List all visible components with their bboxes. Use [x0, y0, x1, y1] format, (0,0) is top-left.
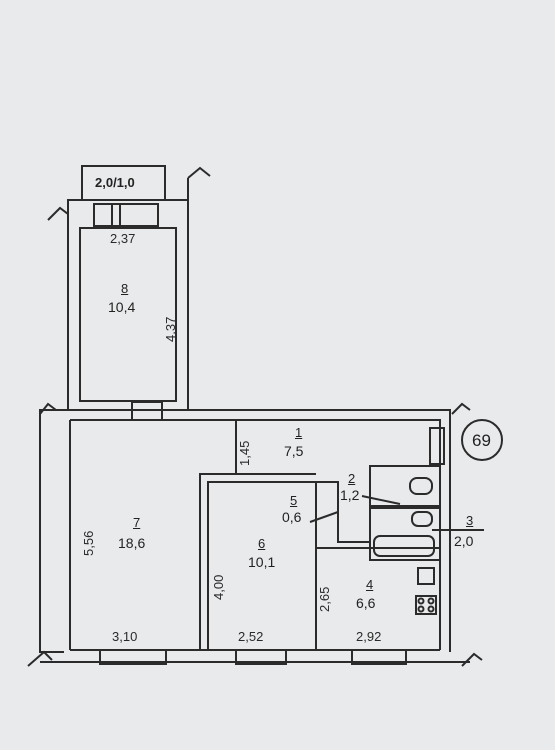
- bathtub-icon: [373, 535, 435, 557]
- kitchen-width-dim: 2,92: [356, 629, 382, 644]
- wall-break-right: [187, 166, 211, 179]
- sink-icon: [411, 511, 433, 527]
- room-7-window: [99, 649, 167, 665]
- kitchen-length-dim: 2,65: [317, 586, 332, 612]
- room-8-wall-inner: [79, 227, 177, 402]
- room-4-window: [351, 649, 407, 665]
- room-7-number: 7: [133, 515, 141, 530]
- wall-break-bottom-right: [461, 652, 483, 667]
- room-1-number: 1: [295, 425, 303, 440]
- apartment-number-circle: [461, 419, 503, 461]
- wall-break-mid-left: [39, 402, 57, 415]
- room-6-length-dim: 4,00: [211, 574, 226, 600]
- wall-break-mid-right: [451, 402, 471, 415]
- room-8-window: [93, 203, 159, 227]
- room-5-number: 5: [290, 493, 298, 508]
- room-3-wall: [369, 507, 441, 561]
- door-8-7: [131, 401, 163, 421]
- room-8-number: 8: [121, 281, 129, 296]
- room-2-area: 1,2: [340, 487, 360, 503]
- room-3-number: 3: [466, 513, 474, 528]
- room-7-length-dim: 5,56: [81, 530, 96, 556]
- room-6-window: [235, 649, 287, 665]
- wall-break-left: [47, 206, 69, 221]
- room-7-area: 18,6: [118, 535, 146, 551]
- room-1-area: 7,5: [284, 443, 304, 459]
- main-wall-outer: [39, 409, 68, 653]
- room-6-area: 10,1: [248, 554, 276, 570]
- side-window: [429, 427, 445, 465]
- room-6-wall: [207, 481, 317, 650]
- room-8-length-dim: 4,37: [163, 316, 178, 342]
- sink-kitchen-icon: [417, 567, 435, 585]
- room-8-area: 10,4: [108, 299, 136, 315]
- room-3-area: 2,0: [454, 533, 474, 549]
- hall-depth-dim: 1,45: [237, 440, 252, 466]
- leader-room-2: [361, 495, 401, 505]
- room-8-wall-outer: [67, 199, 189, 411]
- room-4-number: 4: [366, 577, 374, 592]
- room-2-number: 2: [348, 471, 356, 486]
- stove-icon: [415, 595, 437, 615]
- wall-break-bottom-left: [27, 650, 53, 667]
- room-6-width-dim: 2,52: [238, 629, 264, 644]
- apartment-number: 69: [472, 431, 491, 450]
- room-4-area: 6,6: [356, 595, 376, 611]
- balcony-label: 2,0/1,0: [95, 175, 135, 190]
- room-6-number: 6: [258, 536, 266, 551]
- room-7-width-dim: 3,10: [112, 629, 138, 644]
- leader-room-5: [309, 511, 339, 523]
- room-5-area: 0,6: [282, 509, 302, 525]
- toilet-icon: [409, 477, 433, 495]
- room-8-width-dim: 2,37: [110, 231, 136, 246]
- room-2-wall: [369, 465, 441, 507]
